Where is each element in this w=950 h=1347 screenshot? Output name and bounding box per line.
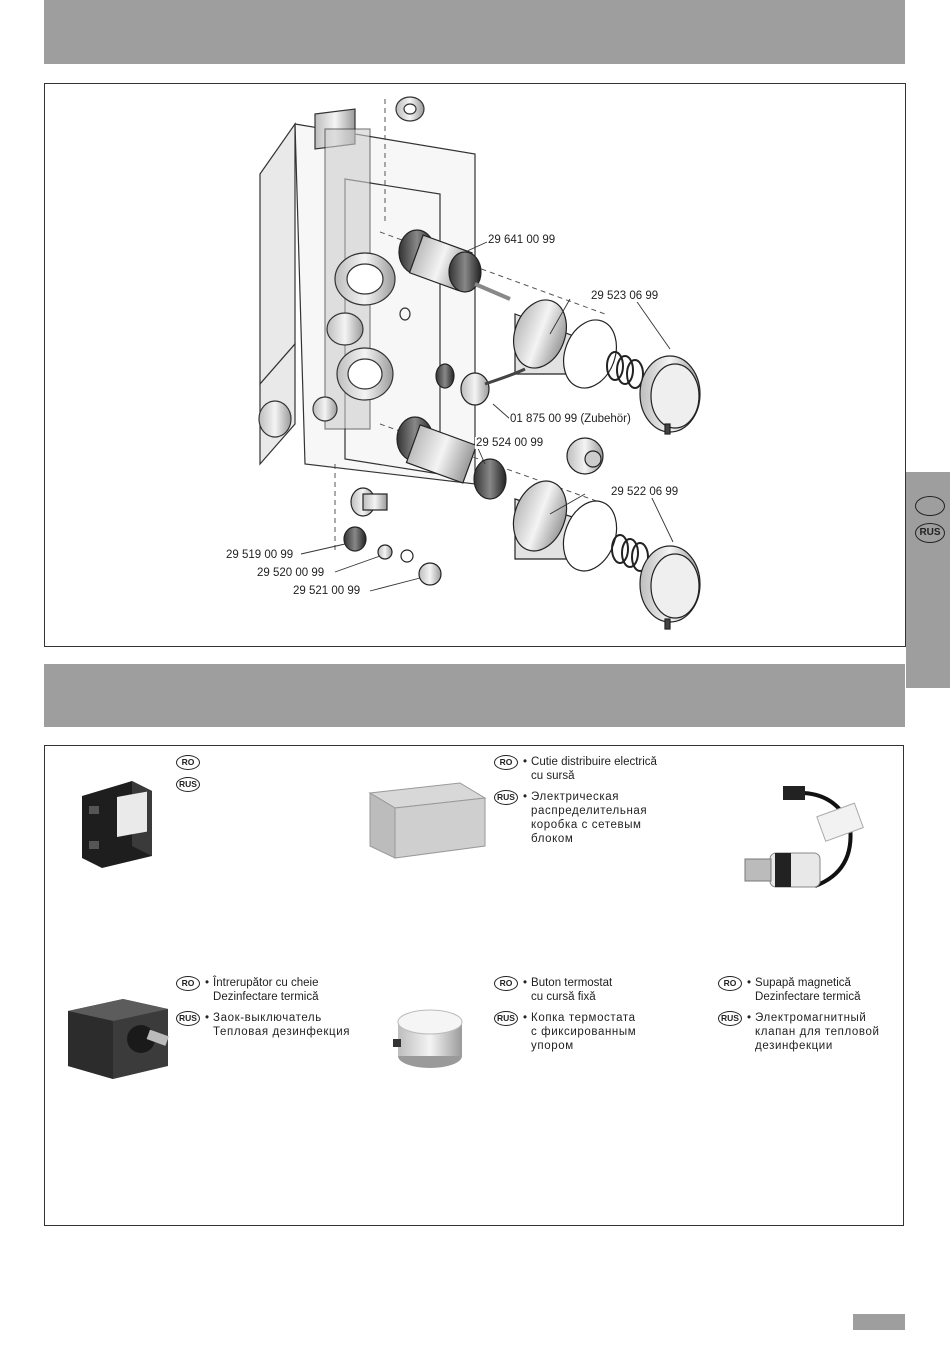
rus-badge: RUS <box>176 1011 200 1026</box>
lower-spring <box>611 534 649 572</box>
magnetic-valve-part <box>435 363 526 406</box>
bullet: • <box>205 977 210 989</box>
part-number-29-521-00-99: 29 521 00 99 <box>292 585 362 597</box>
header-band <box>44 0 905 64</box>
part-number-29-524-00-99: 29 524 00 99 <box>475 437 545 449</box>
language-side-tab: RUS <box>906 472 950 688</box>
ro-badge: RO <box>176 755 200 770</box>
mid-plug <box>566 437 604 475</box>
bullet: • <box>747 1012 752 1024</box>
accessory-key-switch: RO •Întrerupător cu cheie Dezinfectare te… <box>176 976 350 1046</box>
accessories-frame: RO RUS RO•Cutie distribuire electrică cu… <box>44 745 904 1226</box>
ro-badge: RO <box>494 755 518 770</box>
magnetic-valve-image <box>744 786 864 888</box>
rus-badge: RUS <box>494 1011 518 1026</box>
bullet: • <box>523 756 528 768</box>
rus-badge: RUS <box>494 790 518 805</box>
part-number-29-520-00-99: 29 520 00 99 <box>256 567 326 579</box>
ro-badge: RO <box>718 976 742 991</box>
distribution-box-image <box>368 782 487 859</box>
rus-description: Электромагнитный клапан для тепловой дез… <box>755 1012 880 1052</box>
ro-description: Cutie distribuire electrică cu sursă <box>531 756 657 782</box>
leader-lines <box>300 241 674 592</box>
lower-knob <box>639 545 701 630</box>
thermostat-knob-image <box>393 1009 463 1068</box>
rus-badge: RUS <box>718 1011 742 1026</box>
part-number-01-875-00-99: 01 875 00 99 (Zubehör) <box>509 413 632 425</box>
exploded-diagram-frame: 29 641 00 99 29 523 06 99 01 875 00 99 (… <box>44 83 906 647</box>
section-band <box>44 664 905 727</box>
upper-spring <box>606 351 644 389</box>
power-supply-image <box>82 781 152 868</box>
rus-description: Копка термостата с фиксированным упором <box>531 1012 637 1052</box>
bullet: • <box>523 791 528 803</box>
page-number-box <box>853 1314 905 1330</box>
accessory-thermostat-knob: RO•Buton termostat cu cursă fixă RUS•Коп… <box>494 976 636 1060</box>
lower-small-parts <box>343 487 442 586</box>
bullet: • <box>747 977 752 989</box>
rus-description: Электрическая распределительная коробка … <box>531 791 648 845</box>
mixer-housing <box>258 108 476 485</box>
exploded-diagram <box>258 96 701 630</box>
part-number-29-641-00-99: 29 641 00 99 <box>487 234 557 246</box>
side-tab-badge-1 <box>915 496 945 516</box>
accessory-power-supply: RO RUS <box>176 755 205 799</box>
part-number-29-522-06-99: 29 522 06 99 <box>610 486 680 498</box>
ro-badge: RO <box>494 976 518 991</box>
upper-sleeve <box>513 299 617 389</box>
bullet: • <box>205 1012 210 1024</box>
ro-description: Supapă magnetică Dezinfectare termică <box>755 977 861 1003</box>
ro-description: Buton termostat cu cursă fixă <box>531 977 613 1003</box>
rus-badge: RUS <box>176 777 200 792</box>
top-plug <box>395 96 425 122</box>
upper-knob <box>639 355 701 435</box>
accessory-distribution-box: RO•Cutie distribuire electrică cu sursă … <box>494 755 657 853</box>
ro-description: Întrerupător cu cheie Dezinfectare termi… <box>213 977 319 1003</box>
key-switch-image <box>68 999 169 1079</box>
side-tab-badge-rus: RUS <box>915 523 945 543</box>
lower-cartridge <box>396 416 507 500</box>
ro-badge: RO <box>176 976 200 991</box>
upper-cartridge <box>398 229 511 301</box>
bullet: • <box>523 977 528 989</box>
accessory-magnetic-valve: RO •Supapă magnetică Dezinfectare termică… <box>718 976 880 1060</box>
lower-sleeve <box>512 480 618 572</box>
part-number-29-523-06-99: 29 523 06 99 <box>590 290 660 302</box>
part-number-29-519-00-99: 29 519 00 99 <box>225 549 295 561</box>
rus-description: Заок-выключатель Тепловая дезинфекция <box>213 1012 351 1038</box>
bullet: • <box>523 1012 528 1024</box>
